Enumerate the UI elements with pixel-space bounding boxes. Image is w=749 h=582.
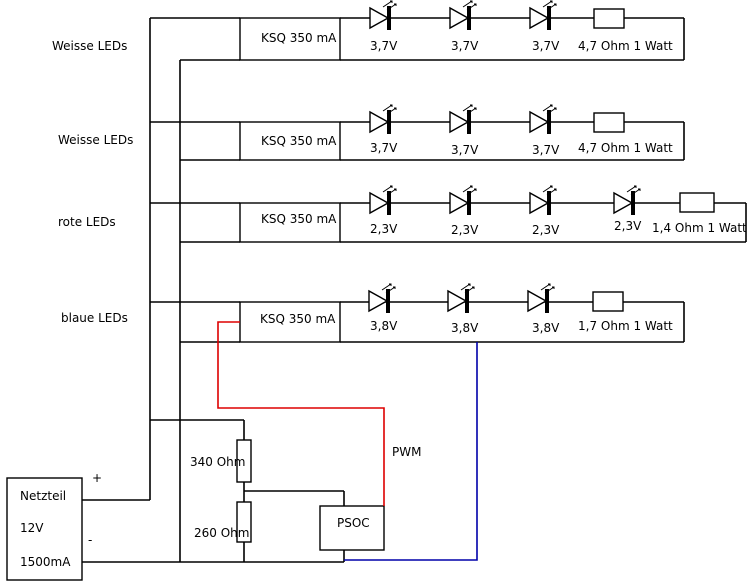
led-voltage-label: 3,8V xyxy=(370,319,398,333)
pwm-wire: PWM xyxy=(217,321,421,506)
psoc-label: PSOC xyxy=(337,516,370,530)
led-diode xyxy=(369,104,397,134)
resistor-label: 4,7 Ohm 1 Watt xyxy=(578,141,673,155)
power-supply-current: 1500mA xyxy=(20,555,71,569)
led-diode xyxy=(369,0,397,30)
ground-return-line xyxy=(344,342,478,561)
led-voltage-label: 3,7V xyxy=(532,143,560,157)
pwm-label: PWM xyxy=(392,445,421,459)
led-voltage-label: 3,7V xyxy=(532,39,560,53)
string-label: blaue LEDs xyxy=(61,311,128,325)
resistor-lower-label: 260 Ohm xyxy=(194,526,249,540)
led-diode xyxy=(529,185,557,215)
resistor-label: 4,7 Ohm 1 Watt xyxy=(578,39,673,53)
power-supply: Netzteil 12V 1500mA + - xyxy=(6,471,102,581)
pwm-line xyxy=(217,321,385,506)
current-source-label: KSQ 350 mA xyxy=(261,212,337,226)
resistor-symbol xyxy=(593,8,625,29)
led-string-red: rote LEDs KSQ 350 mA 2,3V 2,3V 2,3V xyxy=(58,185,747,243)
string-label: Weisse LEDs xyxy=(58,133,133,147)
led-diode xyxy=(449,185,477,215)
power-supply-box xyxy=(6,477,83,581)
resistor-upper-label: 340 Ohm xyxy=(190,455,245,469)
led-voltage-label: 3,7V xyxy=(451,143,479,157)
led-voltage-label: 2,3V xyxy=(614,219,642,233)
led-diode xyxy=(529,0,557,30)
led-voltage-label: 3,7V xyxy=(370,141,398,155)
psoc-controller: PSOC xyxy=(319,505,385,562)
resistor-label: 1,7 Ohm 1 Watt xyxy=(578,319,673,333)
resistor-symbol xyxy=(593,112,625,133)
led-diode xyxy=(613,185,641,215)
resistor-symbol xyxy=(592,291,624,312)
led-voltage-label: 3,8V xyxy=(532,321,560,335)
led-string-white-1: Weisse LEDs KSQ 350 mA 3,7V 3,7V 3,7V 4,… xyxy=(52,0,685,61)
led-voltage-label: 3,7V xyxy=(370,39,398,53)
current-source-box xyxy=(239,301,341,343)
ground-return-wire xyxy=(344,342,478,561)
plus-label: + xyxy=(92,471,102,485)
current-source-box xyxy=(239,121,341,161)
led-diode xyxy=(529,104,557,134)
current-source-label: KSQ 350 mA xyxy=(261,134,337,148)
current-source-box xyxy=(239,17,341,61)
psoc-box xyxy=(319,505,385,551)
led-diode xyxy=(449,0,477,30)
resistor-symbol xyxy=(679,192,715,213)
minus-label: - xyxy=(88,533,92,547)
led-diode xyxy=(369,185,397,215)
led-voltage-label: 2,3V xyxy=(532,223,560,237)
led-voltage-label: 3,8V xyxy=(451,321,479,335)
current-source-box xyxy=(239,202,341,243)
led-voltage-label: 2,3V xyxy=(370,222,398,236)
led-string-blue: blaue LEDs KSQ 350 mA 3,8V 3,8V 3,8V 1,7… xyxy=(61,283,685,343)
string-label: Weisse LEDs xyxy=(52,39,127,53)
power-supply-name: Netzteil xyxy=(20,489,66,503)
power-supply-voltage: 12V xyxy=(20,521,44,535)
voltage-divider: 340 Ohm 260 Ohm xyxy=(150,419,345,562)
plus-rail xyxy=(82,17,240,501)
led-diode xyxy=(527,283,555,313)
minus-rail xyxy=(82,59,344,563)
led-diode xyxy=(449,104,477,134)
string-label: rote LEDs xyxy=(58,215,116,229)
current-source-label: KSQ 350 mA xyxy=(260,312,336,326)
resistor-label: 1,4 Ohm 1 Watt xyxy=(652,221,747,235)
led-voltage-label: 2,3V xyxy=(451,223,479,237)
led-voltage-label: 3,7V xyxy=(451,39,479,53)
current-source-label: KSQ 350 mA xyxy=(261,31,337,45)
led-diode xyxy=(447,283,475,313)
led-string-white-2: Weisse LEDs KSQ 350 mA 3,7V 3,7V 3,7V 4,… xyxy=(58,104,685,161)
led-diode xyxy=(368,283,396,313)
